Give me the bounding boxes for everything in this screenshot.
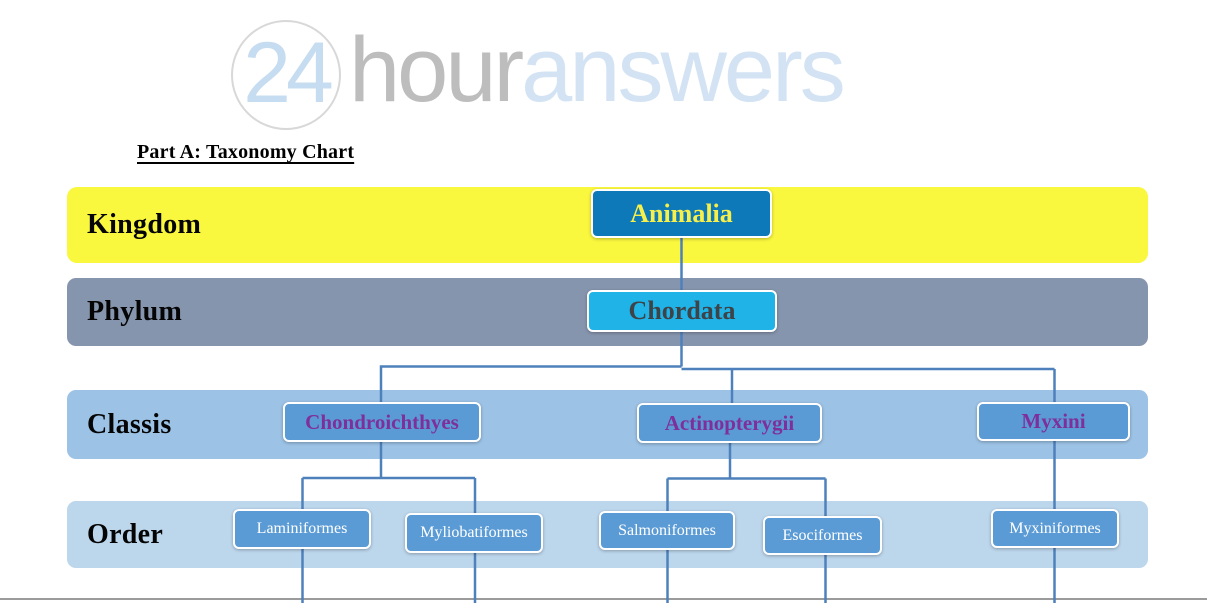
- logo-circle-icon: 24: [231, 20, 341, 130]
- logo-number: 24: [243, 25, 334, 121]
- node-myliobatiformes: Myliobatiformes: [405, 513, 543, 553]
- node-chordata: Chordata: [587, 290, 777, 332]
- band-phylum: Phylum: [67, 278, 1148, 346]
- band-phylum-label: Phylum: [87, 296, 183, 327]
- node-laminiformes: Laminiformes: [233, 509, 371, 549]
- node-animalia: Animalia: [591, 189, 772, 238]
- node-myxini: Myxini: [977, 402, 1130, 441]
- logo-wordmark: hour answers: [349, 19, 846, 121]
- node-salmoniformes: Salmoniformes: [599, 511, 735, 550]
- node-chondroichthyes: Chondroichthyes: [283, 402, 481, 442]
- logo-word-answers: answers: [521, 19, 846, 121]
- band-classis-label: Classis: [87, 408, 172, 440]
- node-esociformes: Esociformes: [763, 516, 882, 555]
- page-title: Part A: Taxonomy Chart: [137, 141, 355, 163]
- logo-word-hour: hour: [349, 19, 524, 121]
- node-actinopterygii: Actinopterygii: [637, 403, 822, 443]
- bottom-divider: [0, 598, 1207, 600]
- node-myxiniformes: Myxiniformes: [991, 509, 1119, 548]
- band-order-label: Order: [87, 518, 164, 550]
- band-kingdom-label: Kingdom: [87, 209, 202, 240]
